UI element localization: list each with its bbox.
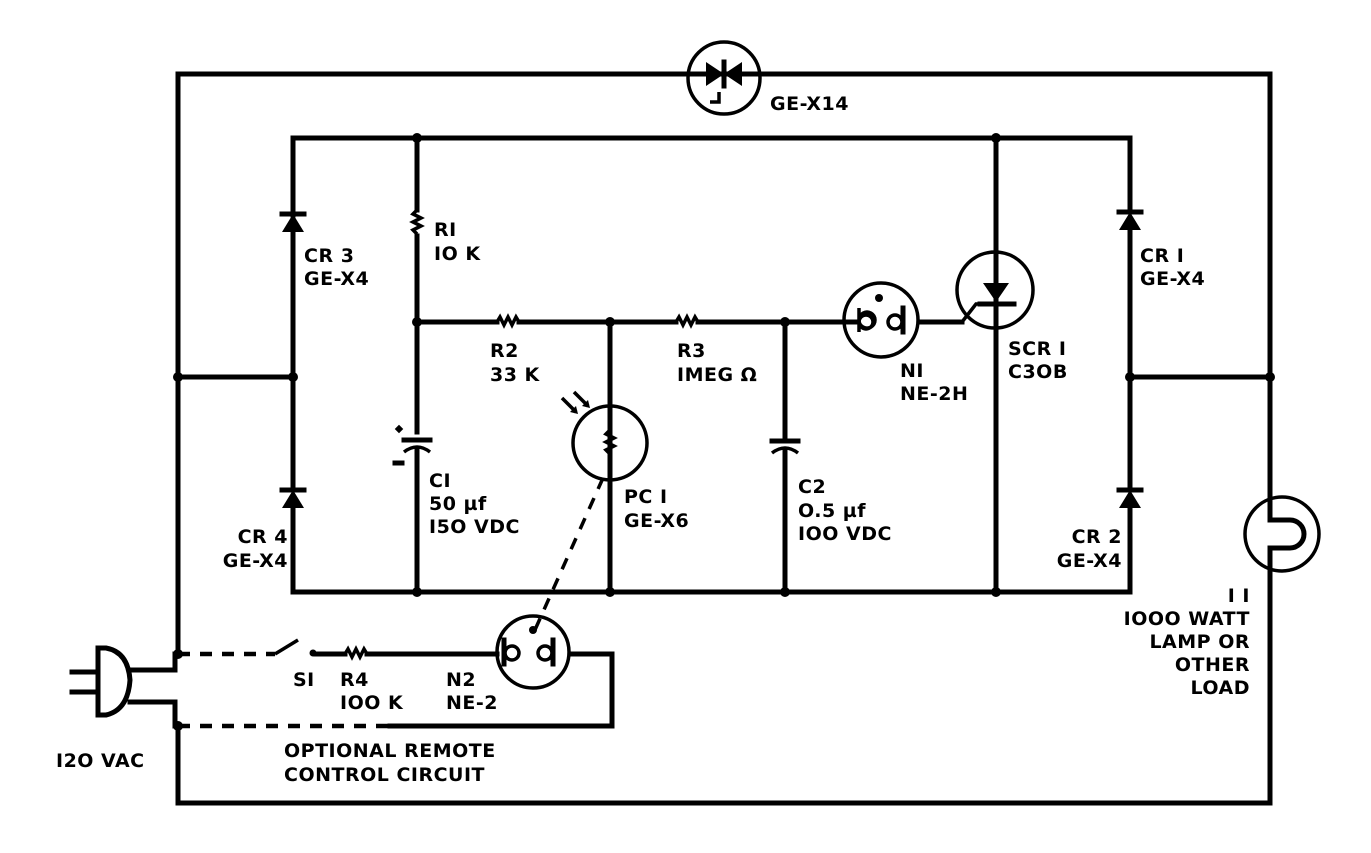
- scr1: [955, 135, 1035, 595]
- n2-designation: N2: [446, 669, 476, 691]
- c2-rating: IOO VDC: [798, 523, 892, 545]
- resistor-r1: [409, 135, 425, 595]
- s1-designation: SI: [293, 669, 315, 691]
- neon-n2: [495, 614, 571, 690]
- neon-n1: [842, 281, 920, 359]
- cr2-designation: CR 2: [1072, 526, 1122, 548]
- n2-type: NE-2: [446, 692, 498, 714]
- r3-designation: R3: [677, 340, 706, 362]
- pc1-type: GE-X6: [624, 510, 689, 532]
- triac-type-label: GE-X14: [770, 93, 849, 115]
- i1-line-1: IOOO WATT: [1124, 608, 1250, 630]
- resistor-r2-r3-line: [414, 313, 965, 329]
- c1-value: 50 µf: [429, 493, 487, 515]
- plug-120vac: [69, 645, 178, 729]
- cr4-type: GE-X4: [223, 550, 288, 572]
- r4-value: IOO K: [340, 692, 404, 714]
- r3-value: IMEG Ω: [677, 364, 757, 386]
- capacitor-c2: [769, 319, 801, 595]
- n1-type: NE-2H: [900, 383, 968, 405]
- n1-designation: NI: [900, 360, 924, 382]
- r2-designation: R2: [490, 340, 519, 362]
- diode-cr4: [279, 487, 307, 508]
- cr3-designation: CR 3: [304, 245, 354, 267]
- c1-designation: CI: [429, 470, 451, 492]
- scr1-designation: SCR I: [1008, 338, 1066, 360]
- diode-cr2: [1116, 487, 1144, 508]
- bridge-wires: [175, 135, 1273, 595]
- diode-cr3: [279, 211, 307, 232]
- c2-designation: C2: [798, 476, 826, 498]
- lamp-i1: [1243, 495, 1321, 573]
- junction-dots: [173, 133, 1275, 731]
- optical-coupling-link: [532, 477, 605, 633]
- i1-designation: I I: [1228, 585, 1250, 607]
- cr1-type: GE-X4: [1140, 268, 1205, 290]
- diode-cr1: [1116, 209, 1144, 230]
- photocell-pc1: [560, 319, 649, 595]
- i1-line-4: LOAD: [1190, 677, 1250, 699]
- capacitor-c1: [392, 424, 433, 466]
- r4-designation: R4: [340, 669, 369, 691]
- remote-note-line-2: CONTROL CIRCUIT: [284, 764, 485, 786]
- cr4-designation: CR 4: [238, 526, 288, 548]
- i1-line-2: LAMP OR: [1149, 631, 1250, 653]
- r2-value: 33 K: [490, 364, 541, 386]
- remote-note-line-1: OPTIONAL REMOTE: [284, 740, 496, 762]
- i1-line-3: OTHER: [1175, 654, 1250, 676]
- pc1-designation: PC I: [624, 486, 668, 508]
- triac-ge-x14: [686, 40, 763, 116]
- cr3-type: GE-X4: [304, 268, 369, 290]
- scr1-type: C3OB: [1008, 361, 1068, 383]
- r1-value: IO K: [434, 243, 481, 265]
- cr1-designation: CR I: [1140, 245, 1184, 267]
- c1-rating: I5O VDC: [429, 516, 520, 538]
- r1-designation: RI: [434, 219, 457, 241]
- c2-value: O.5 µf: [798, 500, 866, 522]
- cr2-type: GE-X4: [1057, 550, 1122, 572]
- remote-circuit: [178, 638, 615, 729]
- plug-label: I2O VAC: [56, 750, 145, 772]
